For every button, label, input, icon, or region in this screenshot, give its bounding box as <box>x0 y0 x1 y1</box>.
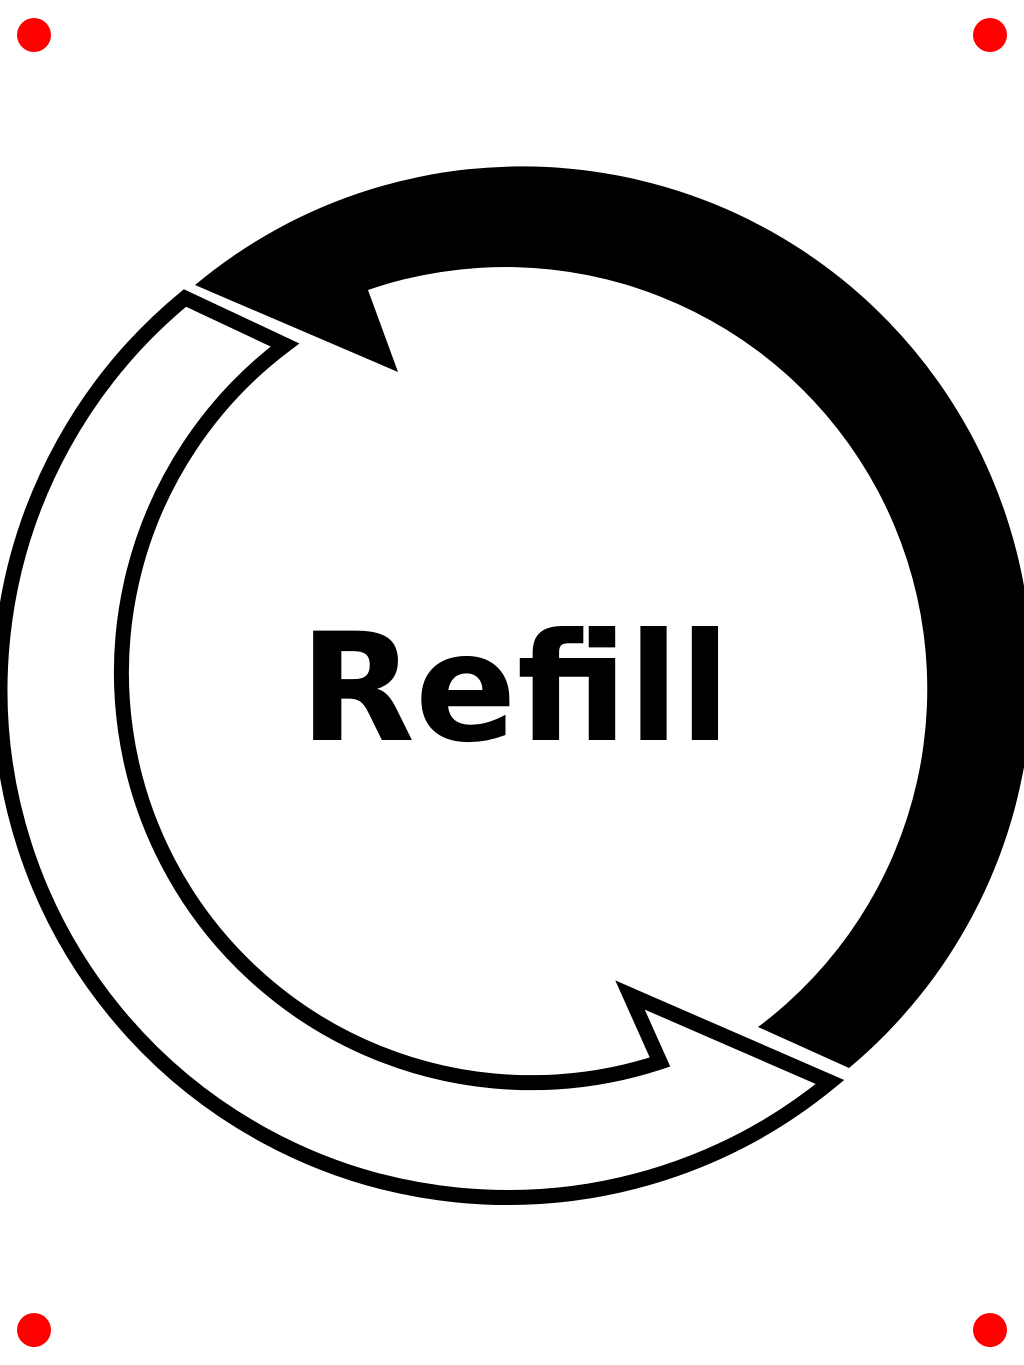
refill-label: Refill <box>299 602 730 776</box>
corner-marker-bottom-left <box>17 1313 51 1347</box>
white-outlined-arrow-arc <box>0 289 845 1206</box>
corner-marker-top-left <box>17 18 51 52</box>
corner-marker-bottom-right <box>973 1313 1007 1347</box>
black-arrow-arc <box>195 166 1024 1068</box>
refill-cycle-icon <box>0 166 1024 1206</box>
corner-marker-top-right <box>973 18 1007 52</box>
